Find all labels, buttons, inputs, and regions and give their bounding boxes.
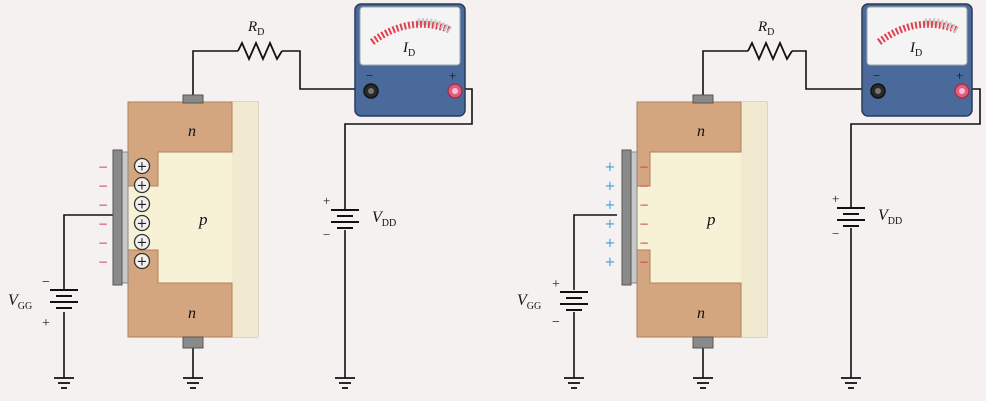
right-gate-charge-2: + [605,198,616,213]
left-channel-ion-1 [133,176,151,194]
right-vgg-plus: + [552,277,560,292]
right-channel-charge-1: − [639,179,649,193]
right-source-label: n [697,305,705,322]
left-channel-ion-sign-5: + [137,255,148,270]
left-gate-charge-4: − [98,236,108,250]
right-channel-charge-4: − [639,236,649,250]
right-channel-charge-5: − [639,255,649,269]
right-channel-charge-0: − [639,160,649,174]
left-vdd-battery [331,209,359,229]
right-meter-minus: − [873,68,880,83]
left-meter-plus: + [449,68,456,83]
left-wires [63,50,473,378]
right-meter-label: ID [909,40,922,59]
right-substrate-label: p [706,210,716,229]
left-vgg-minus: − [42,275,50,290]
right-gate-charge-5: + [605,255,616,270]
right-vdd-minus: − [832,226,839,241]
left-mosfet: n n p [112,94,259,349]
right-wires [573,50,981,378]
left-channel-ion-5 [133,252,151,270]
right-ground-icon-3 [841,377,861,389]
left-circuit: RD ID − + + − VDD [8,3,473,389]
right-vdd-label: VDD [878,207,902,227]
right-gate-charge-1: + [605,179,616,194]
left-gate-plate [112,149,123,286]
right-gate-charge-0: + [605,160,616,175]
left-drain-label: n [188,123,196,140]
left-ammeter: ID − + [354,3,466,117]
left-vgg-plus: + [42,316,50,331]
right-circuit: RD ID − + + − VDD + [517,3,981,389]
left-substrate-label: p [198,210,208,229]
left-vgg-label: VGG [8,292,32,312]
left-channel-ion-sign-1: + [137,179,148,194]
left-source-label: n [188,305,196,322]
left-meter-scale [369,20,452,45]
right-ammeter: ID − + [861,3,973,117]
left-channel-ion-sign-0: + [137,160,148,175]
left-vgg-battery [50,289,78,309]
left-channel-ion-3 [133,214,151,232]
right-resistor [747,40,793,62]
left-gate-charge-2: − [98,198,108,212]
right-channel-charge-3: − [639,217,649,231]
left-channel-ion-sign-4: + [137,236,148,251]
right-vdd-plus: + [832,191,839,206]
right-drain-label: n [697,123,705,140]
left-vdd-minus: − [323,227,330,242]
left-ground-icon-2 [183,377,203,389]
right-ground-icon-1 [564,377,584,389]
left-channel-ion-4 [133,233,151,251]
left-channel-ion-sign-3: + [137,217,148,232]
left-gate-charge-3: − [98,217,108,231]
left-channel-ion-2 [133,195,151,213]
right-channel-charge-2: − [639,198,649,212]
left-gate-charge-1: − [98,179,108,193]
right-meter-scale [876,20,959,45]
right-vgg-battery [560,291,588,311]
left-gate-charge-5: − [98,255,108,269]
right-vgg-minus: − [552,315,560,330]
left-meter-label: ID [402,40,415,59]
left-gate-charge-0: − [98,160,108,174]
left-ground-icon-1 [54,377,74,389]
left-resistor [237,40,283,62]
left-vdd-plus: + [323,193,330,208]
right-charges: + − + − + − + − + − + − [605,160,649,270]
right-ground-icon-2 [693,377,713,389]
right-gate-plate [621,149,632,286]
left-resistor-label: RD [247,19,264,38]
right-gate-charge-4: + [605,236,616,251]
left-vdd-label: VDD [372,209,396,229]
left-meter-minus: − [366,68,373,83]
left-ground-icon-3 [335,377,355,389]
right-mosfet: n n p [621,94,768,349]
right-gate-charge-3: + [605,217,616,232]
right-resistor-label: RD [757,19,774,38]
left-channel-ion-0 [133,157,151,175]
left-charges: − + − + − + − + − + − + [98,157,151,270]
right-vdd-battery [837,207,865,227]
right-meter-plus: + [956,68,963,83]
right-vgg-label: VGG [517,292,541,312]
left-channel-ion-sign-2: + [137,198,148,213]
